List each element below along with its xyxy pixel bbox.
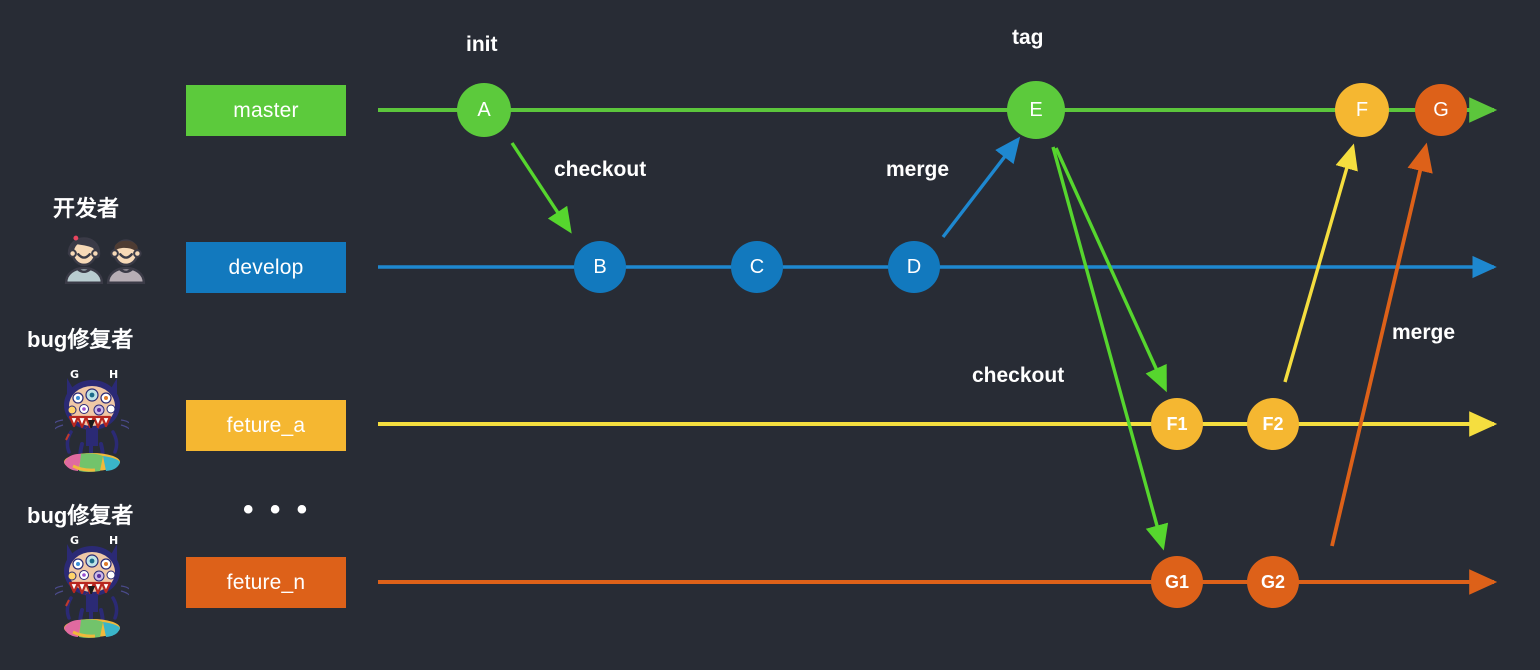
branch-box-feture-n[interactable]: feture_n: [186, 557, 346, 608]
svg-text:G: G: [70, 534, 79, 547]
annotation-merge-g2-g: merge: [1392, 321, 1456, 344]
role-label-bugfixer-n: bug修复者: [27, 503, 134, 528]
ellipsis-more-features: • • •: [243, 493, 312, 526]
arrow-merge-d-to-e: [941, 136, 1021, 239]
branch-box-master[interactable]: master: [186, 85, 346, 136]
svg-text:H: H: [109, 534, 118, 547]
commit-node-C[interactable]: [731, 241, 783, 293]
commit-node-G2[interactable]: [1247, 556, 1299, 608]
branch-label-feture-a: feture_a: [226, 413, 306, 437]
commit-node-B[interactable]: [574, 241, 626, 293]
commit-node-F[interactable]: [1335, 83, 1389, 137]
relationship-arrows: [510, 136, 1433, 551]
arrow-merge-f2-to-f: [1283, 143, 1358, 383]
arrow-checkout-e-to-f1: [1054, 147, 1167, 393]
avatar-developer-2: [100, 234, 152, 286]
commit-node-F1[interactable]: [1151, 398, 1203, 450]
commit-node-G[interactable]: [1415, 84, 1467, 136]
annotation-init: init: [466, 33, 498, 56]
arrow-checkout-a-to-b: [510, 142, 572, 234]
annotation-tag: tag: [1012, 26, 1044, 49]
role-label-developer: 开发者: [53, 196, 120, 221]
branch-label-feture-n: feture_n: [226, 570, 306, 594]
branch-rails: [378, 97, 1498, 595]
commit-node-A[interactable]: [457, 83, 511, 137]
commit-node-E[interactable]: [1007, 81, 1065, 139]
avatar-developer-1: [58, 234, 110, 286]
branch-label-master: master: [233, 98, 299, 122]
annotation-checkout-a-b: checkout: [554, 158, 647, 181]
commit-node-D[interactable]: [888, 241, 940, 293]
arrow-checkout-e-to-g1: [1051, 146, 1169, 551]
commit-node-F2[interactable]: [1247, 398, 1299, 450]
svg-text:G: G: [70, 368, 79, 381]
role-label-bugfixer-a: bug修复者: [27, 327, 134, 352]
avatar-octocat-bugfixer-n: G H: [55, 528, 129, 640]
annotation-checkout-e: checkout: [972, 364, 1065, 387]
commit-node-G1[interactable]: [1151, 556, 1203, 608]
branch-box-feture-a[interactable]: feture_a: [186, 400, 346, 451]
svg-text:H: H: [109, 368, 118, 381]
branch-box-develop[interactable]: develop: [186, 242, 346, 293]
annotation-merge-d-e: merge: [886, 158, 950, 181]
commit-nodes: [457, 81, 1467, 608]
avatar-octocat-bugfixer-a: G H: [55, 362, 129, 474]
arrow-merge-g2-to-g: [1330, 142, 1433, 547]
branch-label-develop: develop: [228, 255, 304, 279]
